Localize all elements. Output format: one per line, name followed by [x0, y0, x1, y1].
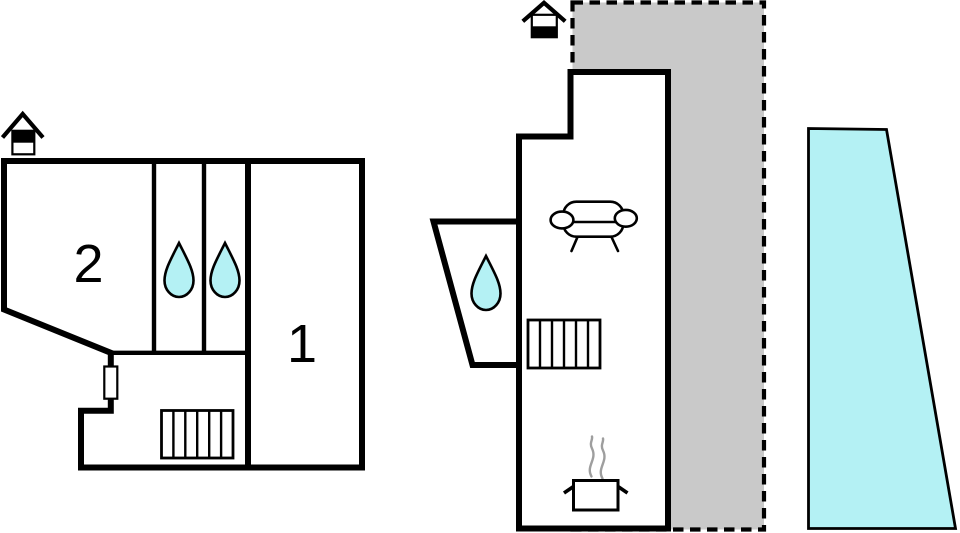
roof-icon [521, 0, 567, 23]
water-drop-icon [163, 240, 195, 299]
sofa-armrest [549, 210, 575, 230]
upper-level-fill [12, 130, 35, 143]
pot-body [572, 479, 620, 512]
pot-handle [562, 485, 575, 495]
pot-handle [616, 485, 629, 495]
ground-level-fill [531, 26, 557, 38]
cooking-pot-icon [562, 435, 629, 512]
water-drop-icon [470, 253, 502, 312]
house-upper-level-icon [0, 110, 45, 156]
sofa-armrest [613, 208, 639, 229]
roof-icon [0, 110, 45, 139]
sofa-leg [570, 235, 579, 253]
ground-floor-outline [516, 69, 671, 532]
room-2-label: 2 [73, 234, 103, 294]
water-drop-icon [209, 240, 241, 299]
steam-line [599, 437, 606, 480]
room-1-label: 1 [287, 314, 317, 374]
steam-line [588, 435, 595, 478]
sofa-icon [549, 200, 639, 253]
stairs-icon [160, 409, 235, 460]
house-ground-level-icon [521, 0, 567, 39]
upper-floor-outline [0, 158, 365, 471]
upper-floor-plan: 2 1 [0, 110, 365, 471]
ground-floor-plan [429, 0, 767, 532]
swimming-pool [807, 127, 958, 530]
stairs-icon [526, 318, 602, 370]
door-marker [103, 365, 119, 400]
sofa-leg [610, 235, 620, 253]
